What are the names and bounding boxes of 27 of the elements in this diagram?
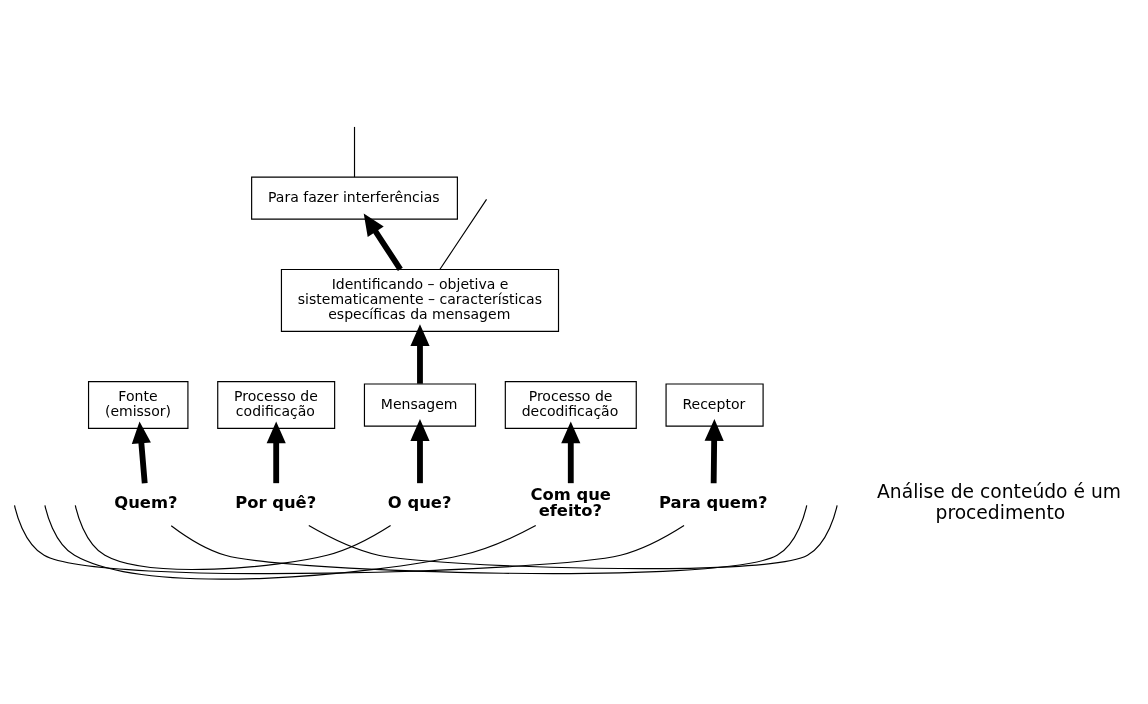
arrow [131,420,151,483]
arrow [266,420,286,483]
connector [44,504,537,580]
connector [13,504,685,574]
label: Análise de conteúdo é um procedimento [877,480,1121,523]
connector [439,198,488,270]
node-box: Mensagem [363,382,477,427]
node-box: Processo de codificação [217,380,336,429]
arrow [410,418,430,483]
arrow [561,420,581,483]
node-text: Por quê? [235,492,317,512]
connector [74,504,392,570]
connector [353,125,356,178]
node-text: O que? [387,492,452,512]
arrow [704,418,724,483]
connector [308,504,838,569]
connector [170,504,808,574]
node-text: Para quem? [659,492,768,512]
node-box: Fonte (emissor) [87,380,189,429]
node-text: Quem? [114,492,178,512]
node-box: Receptor [665,382,764,427]
node-box: Identificando – objetiva e sistematicamente – características específicas da mensagem [280,268,560,332]
node-box: Para fazer interferências [251,176,458,220]
node-text: Com que efeito? [530,484,611,520]
arrow [410,323,430,384]
arrow [363,212,403,271]
node-box: Processo de decodificação [504,380,637,429]
